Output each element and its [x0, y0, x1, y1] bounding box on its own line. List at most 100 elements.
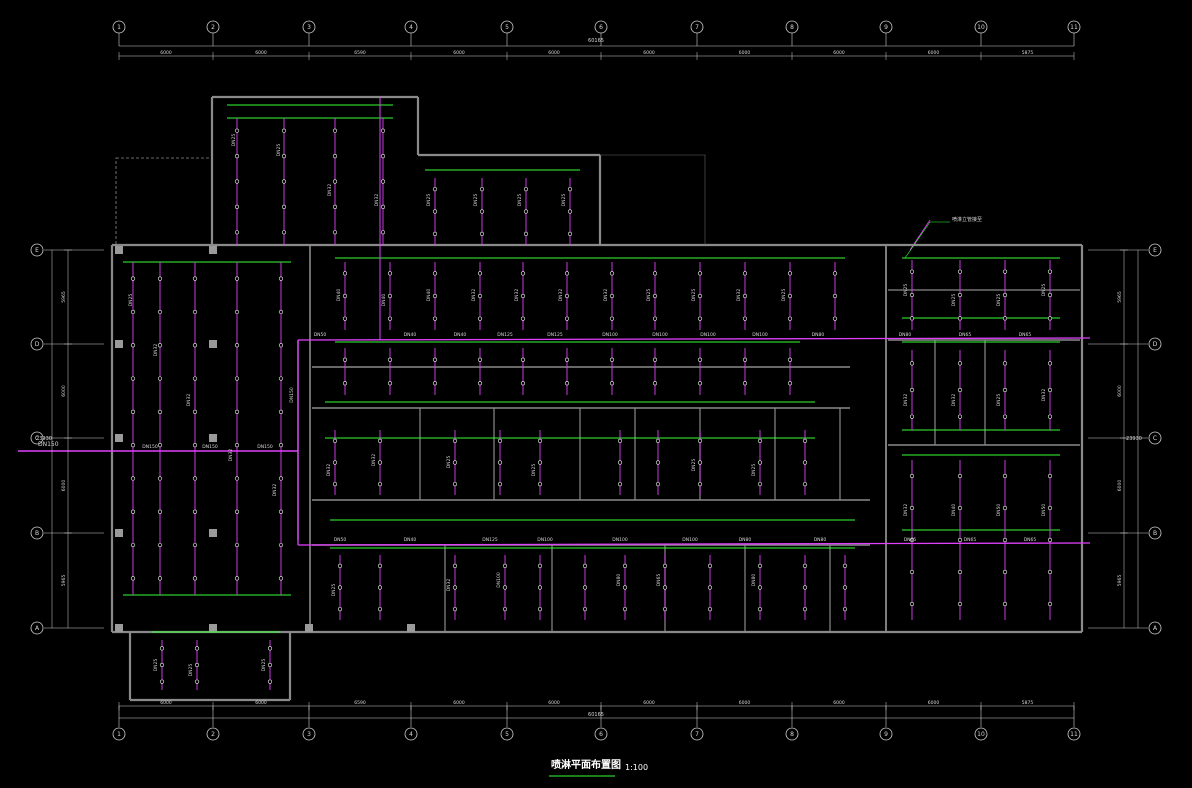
axis-label-right: B: [1153, 530, 1157, 537]
sprinkler-head: [537, 607, 543, 612]
sprinkler-head: [192, 576, 198, 581]
sprinkler-head: [1047, 361, 1053, 366]
structural-column: [305, 624, 313, 632]
sprinkler-head: [1047, 414, 1053, 419]
pipe-size-label: DN25: [128, 294, 134, 307]
sprinkler-head: [479, 231, 485, 236]
axis-bubble-bottom: [404, 727, 418, 741]
outline-thin: [600, 154, 706, 245]
sprinkler-head: [452, 563, 458, 568]
dim-right-text: 6000: [1117, 385, 1123, 397]
structural-column: [209, 434, 217, 442]
sprinkler-head: [757, 482, 763, 487]
axis-label-bottom: 9: [884, 731, 888, 738]
sprinkler-head: [652, 316, 658, 321]
dim-bottom-text: 6000: [833, 700, 845, 706]
sprinkler-head: [564, 381, 570, 386]
sprinkler-head: [537, 460, 543, 465]
axis-label-bottom: 7: [695, 731, 699, 738]
sprinkler-head: [909, 537, 915, 543]
pipe-size-label: DN50: [314, 332, 327, 338]
axis-bubble-bottom: [1067, 727, 1081, 741]
pipe-size-label: DN32: [471, 289, 477, 302]
sprinkler-head: [387, 357, 393, 362]
sprinkler-head: [609, 271, 615, 276]
sprinkler-head: [697, 293, 703, 299]
sprinkler-head: [192, 443, 198, 448]
sprinkler-head: [757, 563, 763, 568]
axis-bubble-bottom: [594, 727, 608, 741]
axis-bubble-bottom: [112, 727, 126, 741]
sprinkler-head: [192, 309, 198, 315]
sprinkler-head: [662, 585, 668, 590]
sprinkler-head: [452, 460, 458, 465]
sprinkler-head: [157, 476, 163, 481]
sprinkler-head: [432, 316, 438, 321]
pipe-size-label: DN65: [959, 332, 972, 338]
pipe-size-label: DN25: [426, 194, 432, 207]
axis-bubble-right: [1148, 431, 1162, 445]
axis-bubble-top: [206, 20, 220, 34]
sprinkler-head: [832, 293, 838, 299]
sprinkler-head: [157, 576, 163, 581]
axis-bubble-top: [500, 20, 514, 34]
sprinkler-head: [622, 585, 628, 590]
main-pipe: [297, 337, 1091, 341]
sprinkler-head: [537, 438, 543, 443]
sprinkler-head: [655, 460, 661, 465]
dim-left-text: 6000: [61, 480, 67, 492]
pipe-size-label: DN40: [426, 289, 432, 302]
sprinkler-head: [1002, 316, 1008, 321]
pipe-size-label: DN40: [404, 537, 417, 543]
sprinkler-head: [957, 387, 963, 393]
dim-bottom-text: 5875: [1022, 700, 1034, 706]
sprinkler-head: [387, 293, 393, 299]
axis-bubble-bottom: [500, 727, 514, 741]
sprinkler-head: [332, 438, 338, 443]
dim-right-text: 6000: [1117, 480, 1123, 492]
sprinkler-head: [387, 271, 393, 276]
pipe-size-label: DN25: [691, 289, 697, 302]
sprinkler-head: [477, 293, 483, 299]
sprinkler-head: [130, 576, 136, 581]
sprinkler-head: [452, 482, 458, 487]
sprinkler-head: [432, 381, 438, 386]
sprinkler-head: [192, 509, 198, 514]
pipe-size-label: DN40: [951, 504, 957, 517]
annex-outline-dashed: [115, 157, 213, 246]
sprinkler-head: [380, 154, 386, 159]
axis-label-bottom: 2: [211, 731, 215, 738]
pipe-size-label: DN25: [781, 289, 787, 302]
sprinkler-head: [802, 585, 808, 590]
sprinkler-head: [622, 563, 628, 568]
sprinkler-head: [564, 271, 570, 276]
sprinkler-head: [332, 154, 338, 159]
sprinkler-head: [234, 309, 240, 315]
sprinkler-head: [609, 293, 615, 299]
sprinkler-head: [582, 563, 588, 568]
axis-label-top: 11: [1070, 24, 1078, 31]
pipe-size-label: DN65: [1024, 537, 1037, 543]
sprinkler-head: [234, 154, 240, 159]
dim-top-text: 5875: [1022, 50, 1034, 56]
pipe-size-label: DN25: [188, 664, 194, 677]
axis-bubble-top: [112, 20, 126, 34]
axis-bubble-left: [30, 621, 44, 635]
sprinkler-head: [332, 204, 338, 209]
sprinkler-head: [520, 357, 526, 362]
sprinkler-head: [802, 607, 808, 612]
sprinkler-head: [477, 381, 483, 386]
sprinkler-head: [234, 376, 240, 381]
sprinkler-head: [564, 293, 570, 299]
sprinkler-head: [281, 128, 287, 133]
sprinkler-head: [909, 316, 915, 321]
dim-top-text: 6000: [739, 50, 751, 56]
sprinkler-head: [1047, 316, 1053, 321]
pipe-size-label: DN150: [289, 387, 295, 403]
axis-bubble-bottom: [974, 727, 988, 741]
sprinkler-head: [278, 276, 284, 281]
sprinkler-head: [1047, 269, 1053, 274]
pipe-size-label: DN32: [327, 184, 333, 197]
